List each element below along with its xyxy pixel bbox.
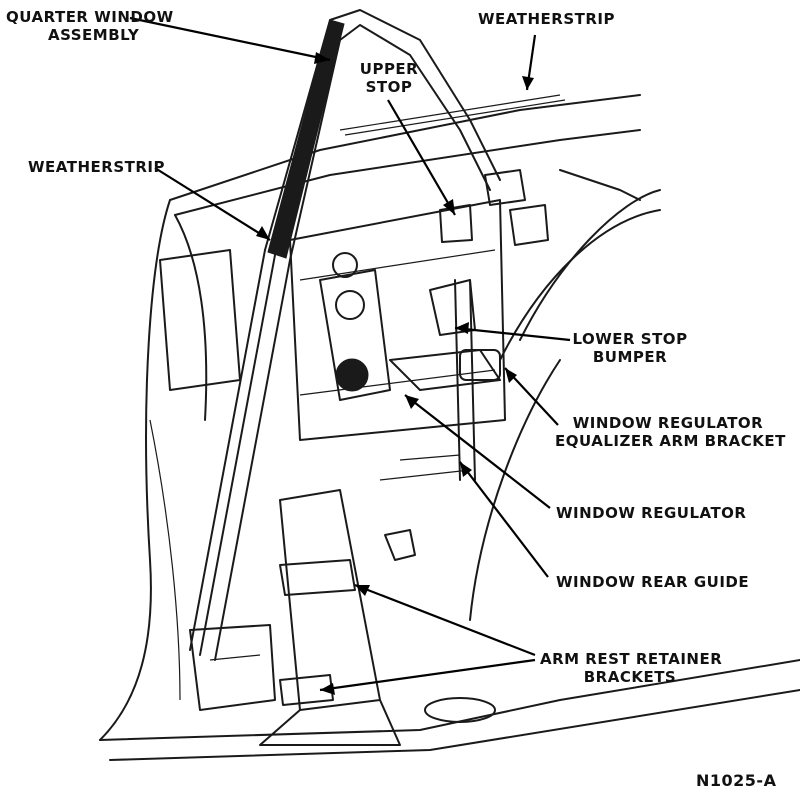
label-lower-stop-line1: LOWER STOP xyxy=(572,330,688,348)
figure-id: N1025-A xyxy=(696,771,777,790)
label-upper-stop-line1: UPPER xyxy=(359,60,419,78)
label-quarter-window-assembly: QUARTER WINDOW ASSEMBLY xyxy=(6,8,174,44)
leader-arm-rest-lower xyxy=(319,658,536,692)
arrow-quarter-window xyxy=(314,52,330,64)
arrow-upper-stop xyxy=(443,199,455,215)
arrow-weatherstrip-left xyxy=(256,226,270,240)
label-equalizer-line2: EQUALIZER ARM BRACKET xyxy=(555,432,786,450)
label-weatherstrip-top: WEATHERSTRIP xyxy=(478,10,615,28)
label-window-regulator: WINDOW REGULATOR xyxy=(556,504,747,522)
arrow-equalizer xyxy=(505,368,517,383)
quarter-panel-illustration xyxy=(99,9,800,761)
arrow-window-regulator xyxy=(405,395,419,409)
leader-weatherstrip-left xyxy=(154,167,271,241)
leader-window-rear-guide xyxy=(459,461,549,578)
arrow-arm-rest-lower xyxy=(320,683,335,695)
arrow-arm-rest-upper xyxy=(355,585,370,596)
leader-lower-stop xyxy=(454,326,571,342)
label-lower-stop-line2: BUMPER xyxy=(592,348,668,366)
label-arm-rest-line1: ARM REST RETAINER xyxy=(540,650,723,668)
label-quarter-window-line2: ASSEMBLY xyxy=(48,26,140,44)
leader-arm-rest-upper xyxy=(354,583,536,657)
arrow-lower-stop xyxy=(455,322,469,334)
label-arm-rest-retainer-brackets: ARM REST RETAINER BRACKETS xyxy=(540,650,723,686)
leader-quarter-window xyxy=(129,16,331,62)
label-weatherstrip-left: WEATHERSTRIP xyxy=(28,158,165,176)
label-window-rear-guide: WINDOW REAR GUIDE xyxy=(556,573,750,591)
label-arm-rest-line2: BRACKETS xyxy=(583,668,677,686)
leader-upper-stop xyxy=(387,99,456,216)
leader-window-regulator xyxy=(404,394,551,509)
leader-lines xyxy=(129,16,571,695)
label-equalizer-arm-bracket: WINDOW REGULATOR EQUALIZER ARM BRACKET xyxy=(555,414,786,450)
arrow-weatherstrip-top xyxy=(522,76,534,90)
label-quarter-window-line1: QUARTER WINDOW xyxy=(6,8,174,26)
label-upper-stop: UPPER STOP xyxy=(356,60,422,96)
label-equalizer-line1: WINDOW REGULATOR xyxy=(572,414,764,432)
label-lower-stop-bumper: LOWER STOP BUMPER xyxy=(568,330,692,366)
label-upper-stop-line2: STOP xyxy=(365,78,413,96)
arrow-window-rear-guide xyxy=(460,462,472,477)
